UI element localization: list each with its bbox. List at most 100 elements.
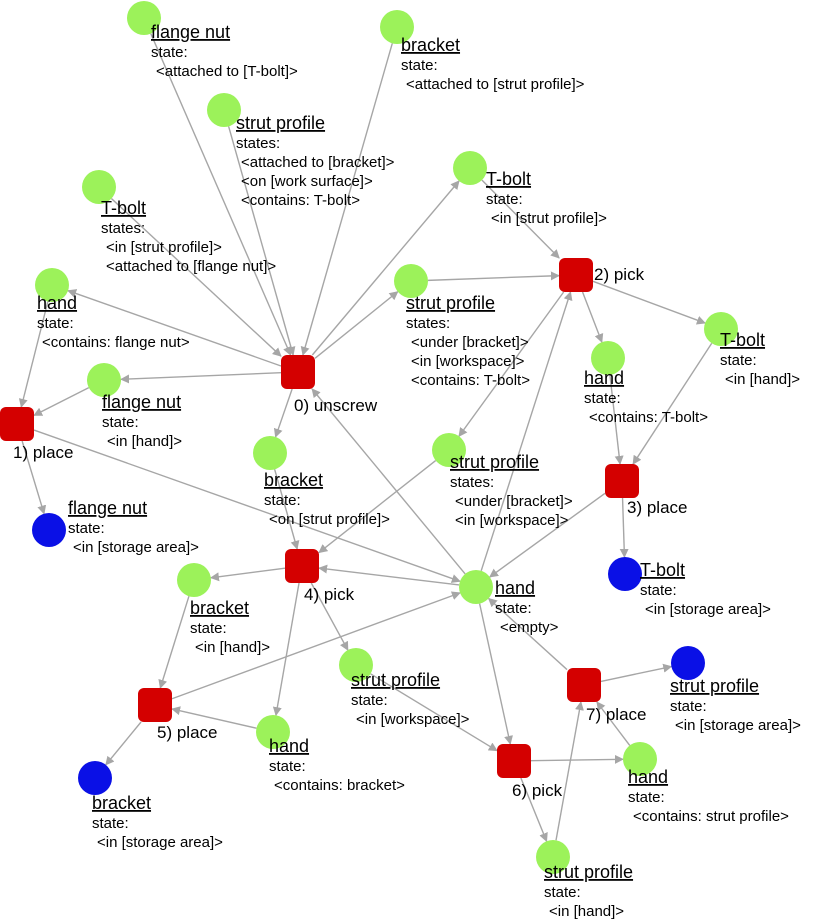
object-node-o_strut_top[interactable]: [207, 93, 241, 127]
object-node-o_bracket_on[interactable]: [253, 436, 287, 470]
object-state-heading: state:: [351, 692, 388, 709]
object-state-heading: state:: [37, 315, 74, 332]
object-name: strut profile: [406, 293, 495, 313]
object-node-o_tbolt_left[interactable]: [82, 170, 116, 204]
object-state-heading: state:: [640, 582, 677, 599]
edge-a1-to-o_flangenut_storage: [21, 440, 47, 515]
edge-a0-to-o_bracket_on: [273, 388, 293, 438]
object-state: <contains: flange nut>: [42, 334, 190, 351]
object-node-o_strut_ws[interactable]: [339, 648, 373, 682]
action-node-a2[interactable]: [559, 258, 593, 292]
edge-o_hand_empty-to-a6: [478, 603, 513, 745]
edge-o_strut_top-to-a0: [227, 126, 296, 356]
object-state-heading: state:: [68, 520, 105, 537]
object-state: <in [workspace]>: [356, 711, 470, 728]
edge-o_flangenut_top-to-a0: [150, 33, 292, 356]
object-state: <attached to [strut profile]>: [406, 76, 585, 93]
object-name: strut profile: [236, 113, 325, 133]
action-node-a7[interactable]: [567, 668, 601, 702]
edge-o_bracket_on-to-a4: [273, 469, 300, 550]
object-name: T-bolt: [101, 198, 146, 218]
object-node-o_strut_under[interactable]: [432, 433, 466, 467]
action-label-a7: 7) place: [586, 705, 646, 724]
object-state: <contains: T-bolt>: [411, 372, 530, 389]
edge-a2-to-o_strut_under: [458, 291, 565, 437]
edge-a5-to-o_bracket_storage: [105, 721, 142, 766]
object-node-o_tbolt_inhand[interactable]: [704, 312, 738, 346]
action-label-a0: 0) unscrew: [294, 396, 378, 415]
object-state: <contains: bracket>: [274, 777, 405, 794]
object-node-o_flangenut_top[interactable]: [127, 1, 161, 35]
edge-a3-to-o_hand_empty: [489, 492, 606, 578]
object-name: bracket: [401, 35, 460, 55]
object-node-o_hand_empty[interactable]: [459, 570, 493, 604]
edge-o_strut_inhand-to-a7: [555, 701, 584, 841]
object-name: hand: [584, 368, 624, 388]
edge-a4-to-o_bracket_hand: [209, 567, 286, 582]
edge-o_strut_ws-to-a6: [370, 673, 498, 752]
object-name: strut profile: [670, 676, 759, 696]
edge-a2-to-o_tbolt_inhand: [592, 280, 706, 325]
action-label-a2: 2) pick: [594, 265, 645, 284]
object-node-o_bracket_top[interactable]: [380, 10, 414, 44]
object-node-o_hand_bracket[interactable]: [256, 715, 290, 749]
object-node-o_hand_left[interactable]: [35, 268, 69, 302]
object-state: <in [storage area]>: [73, 539, 199, 556]
action-node-a1[interactable]: [0, 407, 34, 441]
object-state: <contains: strut profile>: [633, 808, 789, 825]
object-node-o_flangenut_storage[interactable]: [32, 513, 66, 547]
object-name: hand: [628, 767, 668, 787]
action-label-a5: 5) place: [157, 723, 217, 742]
object-node-o_tbolt_storage[interactable]: [608, 557, 642, 591]
object-node-o_bracket_storage[interactable]: [78, 761, 112, 795]
action-node-a4[interactable]: [285, 549, 319, 583]
object-state-heading: states:: [450, 474, 494, 491]
edge-o_tbolt_left-to-a0: [110, 198, 282, 357]
action-label-a3: 3) place: [627, 498, 687, 517]
object-state: <attached to [flange nut]>: [106, 258, 276, 275]
object-node-o_flangenut_hand[interactable]: [87, 363, 121, 397]
object-name: bracket: [264, 470, 323, 490]
object-node-o_bracket_hand[interactable]: [177, 563, 211, 597]
edge-a2-to-o_hand_tbolt: [581, 291, 604, 343]
object-state: <in [storage area]>: [97, 834, 223, 851]
edge-o_bracket_top-to-a0: [300, 43, 393, 356]
object-state-heading: state:: [544, 884, 581, 901]
action-node-a6[interactable]: [497, 744, 531, 778]
edge-o_tbolt_inhand-to-a3: [632, 342, 713, 465]
object-name: flange nut: [68, 498, 147, 518]
object-state-heading: state:: [264, 492, 301, 509]
object-node-o_hand_tbolt[interactable]: [591, 341, 625, 375]
object-node-o_strut_inhand[interactable]: [536, 840, 570, 874]
object-node-o_hand_strut[interactable]: [623, 742, 657, 776]
object-node-o_tbolt_right[interactable]: [453, 151, 487, 185]
edge-a7-to-o_hand_empty: [487, 597, 568, 671]
object-state: <attached to [T-bolt]>: [156, 63, 298, 80]
action-node-a3[interactable]: [605, 464, 639, 498]
object-state-heading: state:: [190, 620, 227, 637]
object-state-heading: states:: [406, 315, 450, 332]
object-state-heading: state:: [102, 414, 139, 431]
object-state: <in [storage area]>: [675, 717, 801, 734]
edge-o_hand_empty-to-a2: [480, 291, 573, 572]
action-node-a0[interactable]: [281, 355, 315, 389]
action-node-a5[interactable]: [138, 688, 172, 722]
object-node-o_strut_mid[interactable]: [394, 264, 428, 298]
object-state-heading: state:: [628, 789, 665, 806]
object-node-o_strut_storage[interactable]: [671, 646, 705, 680]
